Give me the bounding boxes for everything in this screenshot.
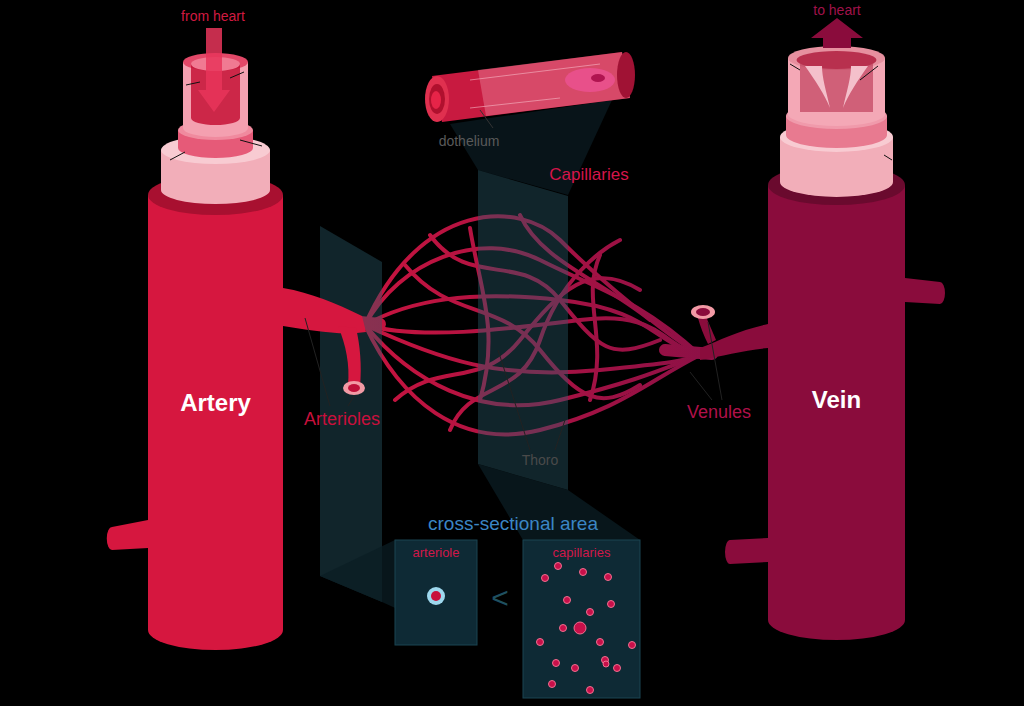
vein-vessel: Vein (764, 185, 909, 625)
node-label: Vein (764, 386, 909, 414)
node-label: capillaries (519, 545, 644, 560)
vein-illustration (691, 18, 945, 640)
node-label: Artery (144, 389, 287, 417)
flow-label: from heart (181, 9, 245, 24)
artery-illustration (107, 28, 366, 650)
node-label: arteriole (391, 545, 481, 560)
section-title: cross-sectional area (428, 514, 598, 535)
part-label: Venules (687, 403, 751, 423)
part-label: Arterioles (304, 410, 380, 430)
part-label: Capillaries (549, 166, 628, 185)
capillary-zoom (425, 52, 635, 195)
section-panel: arteriole (391, 540, 481, 645)
cross-section-panels (395, 540, 640, 698)
part-label: dothelium (439, 134, 500, 149)
artery-vessel: Artery (144, 195, 287, 635)
part-label: Thoro (522, 453, 559, 468)
leader-lines (305, 318, 722, 450)
section-plane (478, 170, 568, 490)
comparison-sign: < (491, 581, 509, 614)
flow-label: to heart (813, 3, 860, 18)
section-panel: capillaries (519, 540, 644, 698)
